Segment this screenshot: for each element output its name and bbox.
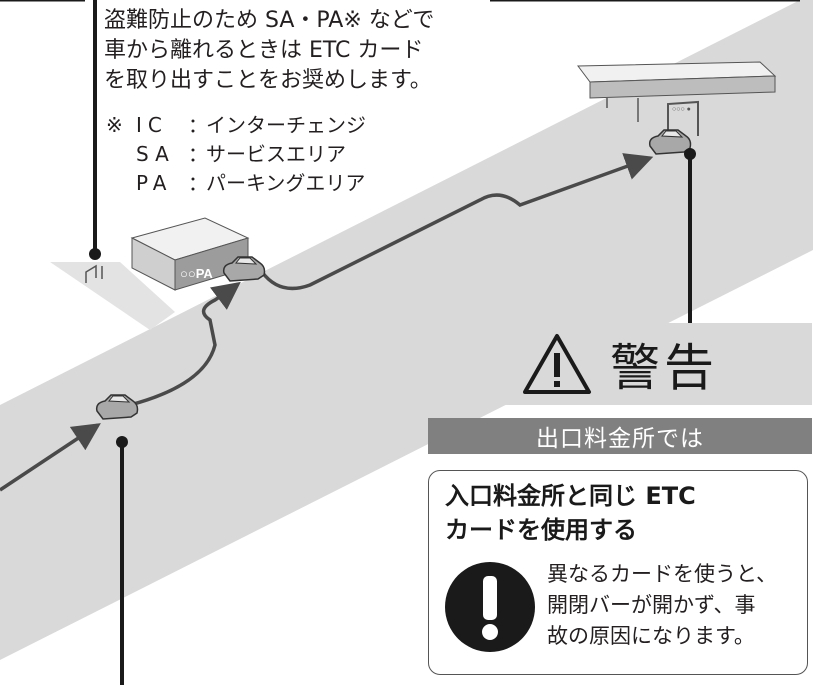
caution-heading: 入口料金所と同じ ETC カードを使用する [445, 479, 696, 547]
asterisk-mark: ※ [106, 113, 123, 137]
exit-toll-plaza: ○○○ ● [577, 61, 777, 136]
caution-heading-line: カードを使用する [445, 516, 637, 544]
leader-line-warning [684, 148, 696, 323]
abbreviation-list: ※ IC ： インターチェンジ SA ： サービスエリア PA ： パーキングエ… [106, 111, 366, 198]
car-icon [648, 129, 692, 155]
abbreviation: IC [136, 113, 168, 137]
warning-triangle-icon [523, 334, 591, 394]
entry-gate [85, 264, 103, 283]
toll-sign: ○○○ ● [672, 106, 691, 113]
car-icon [222, 256, 266, 282]
leader-line-note [89, 0, 101, 260]
caution-heading-line: 入口料金所と同じ ETC [445, 482, 696, 510]
leader-line-bottom [116, 436, 128, 685]
abbreviation: PA [136, 171, 173, 195]
caution-box: 入口料金所と同じ ETC カードを使用する 異なるカードを使うと、 開閉バーが開… [428, 470, 808, 675]
abbreviation-meaning: パーキングエリア [206, 171, 366, 195]
asterisk-mark [106, 140, 136, 169]
colon: ： [188, 113, 208, 137]
car-icon [95, 394, 139, 420]
route-to-exit [260, 153, 654, 291]
abbreviation: SA [136, 142, 175, 166]
note-line: 車から離れるときは ETC カード [104, 38, 424, 63]
asterisk-mark [106, 169, 136, 198]
side-road [50, 262, 175, 330]
exclamation-circle-icon [445, 562, 535, 652]
route-to-first-car [0, 423, 101, 492]
warning-title: 警告 [610, 339, 718, 397]
abbreviation-item: PA ： パーキングエリア [106, 169, 366, 198]
exit-toll-subheading: 出口料金所では [428, 418, 812, 454]
note-line: を取り出すことをお奨めします。 [104, 68, 432, 93]
highway-road [0, 0, 813, 660]
colon: ： [188, 142, 208, 166]
note-line: 盗難防止のため SA・PA※ などで [104, 8, 435, 33]
caution-body-line: 異なるカードを使うと、 [547, 562, 778, 586]
colon: ： [188, 171, 208, 195]
caution-body: 異なるカードを使うと、 開閉バーが開かず、事 故の原因になります。 [547, 559, 777, 652]
pa-building: ○○PA [130, 217, 250, 291]
abbreviation-meaning: サービスエリア [206, 142, 346, 166]
warning-banner: 警告 [428, 323, 812, 405]
pa-sign: ○○PA [180, 266, 213, 281]
abbreviation-item: ※ IC ： インターチェンジ [106, 111, 366, 140]
abbreviation-item: SA ： サービスエリア [106, 140, 366, 169]
route-to-pa [129, 281, 241, 407]
theft-prevention-note: 盗難防止のため SA・PA※ などで 車から離れるときは ETC カード を取り… [104, 6, 484, 96]
caution-body-line: 故の原因になります。 [547, 624, 755, 648]
caution-body-line: 開閉バーが開かず、事 [547, 593, 756, 617]
abbreviation-meaning: インターチェンジ [206, 113, 366, 137]
